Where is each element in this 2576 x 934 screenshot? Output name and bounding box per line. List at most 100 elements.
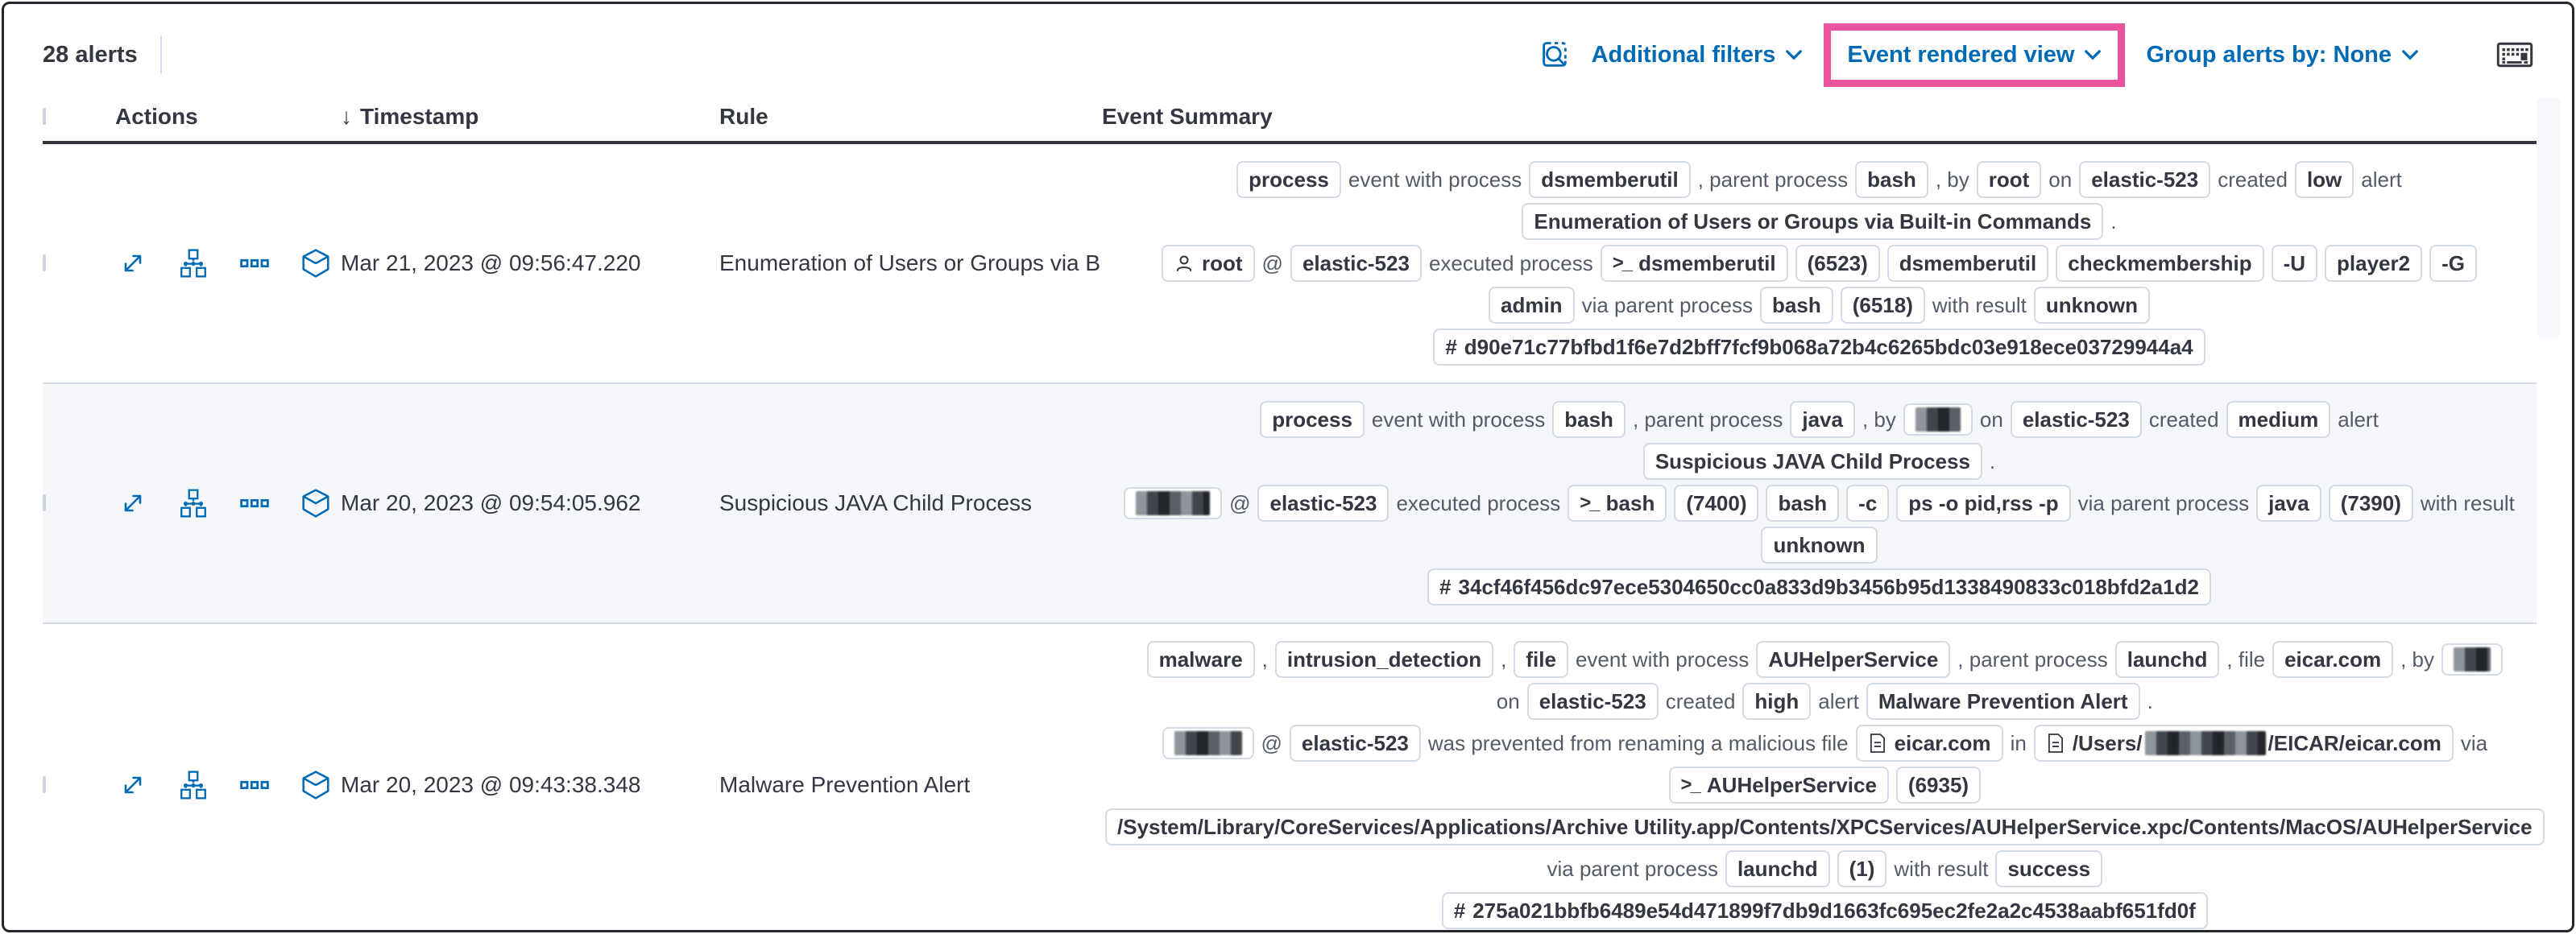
more-actions-button[interactable] xyxy=(236,767,273,804)
summary-badge[interactable]: launchd xyxy=(2114,641,2220,678)
summary-text: alert xyxy=(1818,688,1859,713)
expand-alert-button[interactable] xyxy=(115,767,151,803)
summary-badge-redacted[interactable] xyxy=(1124,487,1223,519)
view-selector-button[interactable]: Event rendered view xyxy=(1847,42,2102,68)
summary-badge[interactable]: bash xyxy=(1552,401,1626,438)
additional-filters-button[interactable]: Additional filters xyxy=(1592,42,1804,68)
summary-badge[interactable]: >_AUHelperService xyxy=(1668,767,1889,804)
summary-badge[interactable]: low xyxy=(2294,161,2354,198)
summary-badge[interactable]: file xyxy=(1514,641,1568,678)
summary-badge[interactable]: elastic-523 xyxy=(1290,245,1422,282)
summary-badge-redacted[interactable] xyxy=(1162,727,1254,759)
keyboard-shortcuts-icon[interactable] xyxy=(2493,36,2537,73)
summary-badge[interactable]: >_dsmemberutil xyxy=(1600,245,1788,282)
analyze-event-button[interactable] xyxy=(175,485,212,522)
summary-badge[interactable]: /System/Library/CoreServices/Application… xyxy=(1105,808,2545,845)
summary-badge[interactable]: high xyxy=(1742,683,1812,720)
redacted-value xyxy=(1136,491,1211,515)
summary-badge[interactable]: process xyxy=(1236,161,1341,198)
summary-badge-redacted[interactable] xyxy=(2441,643,2503,676)
more-actions-button[interactable] xyxy=(236,485,273,522)
summary-text: , file xyxy=(2226,647,2266,672)
summary-text: , xyxy=(1501,647,1507,672)
summary-badge[interactable]: Enumeration of Users or Groups via Built… xyxy=(1522,203,2104,240)
summary-badge[interactable]: -U xyxy=(2271,245,2318,282)
chevron-down-icon xyxy=(1786,50,1803,60)
summary-badge[interactable]: root xyxy=(1976,161,2042,198)
summary-text: @ xyxy=(1229,490,1251,515)
summary-badge[interactable]: -G xyxy=(2429,245,2477,282)
summary-badge[interactable]: elastic-523 xyxy=(1526,683,1659,720)
rule-name[interactable]: Malware Prevention Alert xyxy=(719,772,971,797)
summary-badge[interactable]: ps -o pid,rss -p xyxy=(1896,485,2071,522)
row-checkbox[interactable] xyxy=(43,254,46,271)
summary-text: , by xyxy=(1935,167,1969,192)
summary-badge[interactable]: bash xyxy=(1766,485,1840,522)
scrollbar[interactable] xyxy=(2537,97,2561,339)
summary-badge[interactable]: dsmemberutil xyxy=(1529,161,1691,198)
summary-badge[interactable]: unknown xyxy=(2033,287,2150,324)
summary-badge[interactable]: root xyxy=(1162,245,1255,282)
analyze-event-button[interactable] xyxy=(175,767,212,804)
summary-badge[interactable]: #d90e71c77bfbd1f6e7d2bff7fcf9b068a72b4c6… xyxy=(1433,329,2205,366)
rule-name[interactable]: Suspicious JAVA Child Process xyxy=(719,490,1033,515)
more-actions-button[interactable] xyxy=(236,245,273,282)
analyze-event-button[interactable] xyxy=(175,245,212,282)
summary-badge[interactable]: elastic-523 xyxy=(2010,401,2142,438)
inspect-icon[interactable] xyxy=(1535,35,1574,74)
summary-badge[interactable]: unknown xyxy=(1761,527,1878,564)
select-all-checkbox[interactable] xyxy=(43,108,46,125)
row-checkbox[interactable] xyxy=(43,494,46,511)
summary-badge[interactable]: checkmembership xyxy=(2056,245,2264,282)
summary-badge[interactable]: process xyxy=(1260,401,1365,438)
summary-text: was prevented from renaming a malicious … xyxy=(1427,730,1849,755)
summary-badge[interactable]: java xyxy=(2256,485,2321,522)
summary-badge[interactable]: intrusion_detection xyxy=(1274,641,1494,678)
summary-badge[interactable]: player2 xyxy=(2325,245,2423,282)
summary-badge[interactable]: medium xyxy=(2226,401,2331,438)
expand-alert-button[interactable] xyxy=(115,486,151,521)
summary-badge[interactable]: elastic-523 xyxy=(1257,485,1389,522)
timestamp-cell: Mar 20, 2023 @ 09:54:05.962 xyxy=(341,490,641,515)
summary-badge[interactable]: #275a021bbfb6489e54d471899f7db9d1663fc69… xyxy=(1441,892,2208,929)
summary-badge[interactable]: elastic-523 xyxy=(1289,725,1421,762)
summary-badge[interactable]: (7400) xyxy=(1674,485,1759,522)
summary-badge[interactable]: elastic-523 xyxy=(2079,161,2211,198)
summary-text: event with process xyxy=(1348,167,1522,192)
summary-badge[interactable]: eicar.com xyxy=(1855,725,2003,762)
summary-badge[interactable]: (6518) xyxy=(1840,287,1925,324)
summary-badge[interactable]: (1) xyxy=(1837,850,1887,887)
summary-badge[interactable]: -c xyxy=(1846,485,1890,522)
summary-badge[interactable]: admin xyxy=(1488,287,1575,324)
summary-badge[interactable]: Malware Prevention Alert xyxy=(1866,683,2140,720)
summary-badge[interactable]: success xyxy=(1995,850,2103,887)
summary-badge[interactable]: #34cf46f456dc97ece5304650cc0a833d9b3456b… xyxy=(1427,568,2211,605)
summary-text: , parent process xyxy=(1957,647,2108,672)
rule-name[interactable]: Enumeration of Users or Groups via Bui xyxy=(719,250,1102,275)
summary-badge[interactable]: (6935) xyxy=(1895,767,1982,804)
summary-badge[interactable]: launchd xyxy=(1725,850,1830,887)
expand-alert-button[interactable] xyxy=(115,246,151,281)
summary-badge[interactable]: Suspicious JAVA Child Process xyxy=(1642,443,1982,480)
add-to-timeline-button[interactable] xyxy=(297,245,334,282)
summary-badge-redacted[interactable] xyxy=(1903,403,1973,436)
column-header-timestamp[interactable]: ↓ Timestamp xyxy=(341,104,719,130)
summary-badge[interactable]: AUHelperService xyxy=(1756,641,1951,678)
summary-badge[interactable]: java xyxy=(1790,401,1855,438)
summary-badge[interactable]: (6523) xyxy=(1795,245,1880,282)
summary-badge[interactable]: /Users//EICAR/eicar.com xyxy=(2033,725,2454,762)
add-to-timeline-button[interactable] xyxy=(297,485,334,522)
summary-badge[interactable]: (7390) xyxy=(2328,485,2413,522)
summary-badge[interactable]: malware xyxy=(1146,641,1255,678)
summary-badge[interactable]: eicar.com xyxy=(2272,641,2394,678)
summary-badge[interactable]: dsmemberutil xyxy=(1886,245,2049,282)
summary-badge[interactable]: bash xyxy=(1760,287,1833,324)
row-checkbox[interactable] xyxy=(43,776,46,793)
summary-text: on xyxy=(1979,407,2003,432)
summary-badge[interactable]: >_bash xyxy=(1568,485,1667,522)
summary-badge[interactable]: bash xyxy=(1855,161,1928,198)
add-to-timeline-button[interactable] xyxy=(297,767,334,804)
summary-text: , parent process xyxy=(1697,167,1849,192)
group-alerts-by-button[interactable]: Group alerts by: None xyxy=(2146,42,2419,68)
